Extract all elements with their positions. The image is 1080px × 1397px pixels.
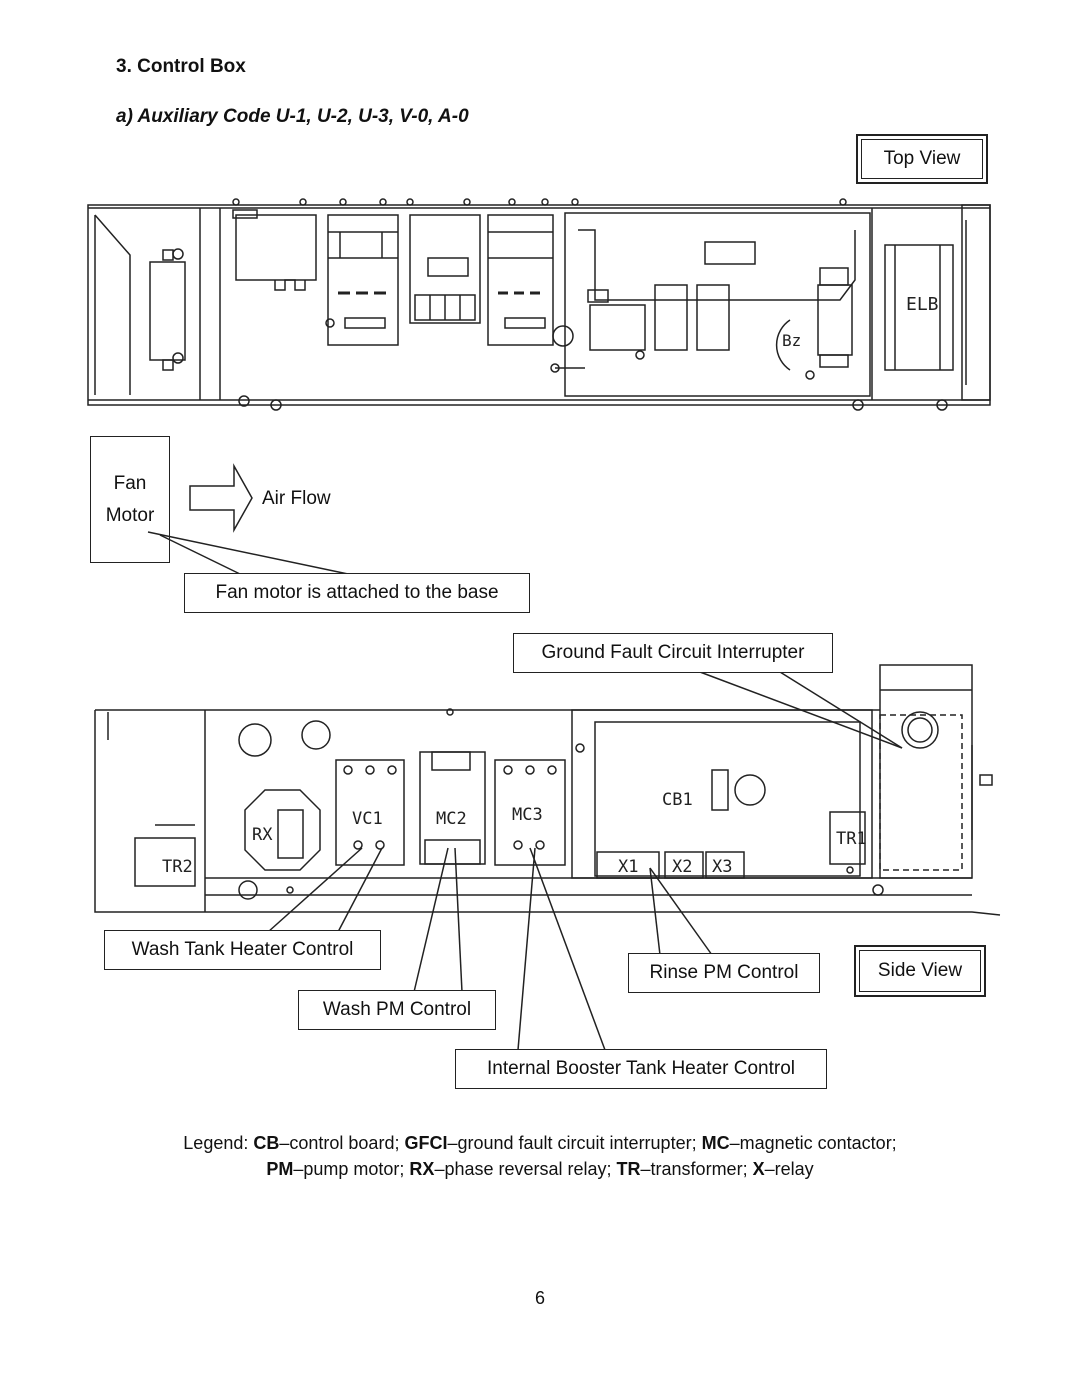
subsection-heading: a) Auxiliary Code U-1, U-2, U-3, V-0, A-… [116, 106, 469, 127]
gfci-callout: Ground Fault Circuit Interrupter [513, 633, 833, 673]
legend-abbr-mc: MC [701, 1133, 730, 1153]
side-label-mc2: MC2 [436, 809, 467, 829]
side-contactor-mc3 [494, 759, 566, 866]
wash-tank-heater-callout: Wash Tank Heater Control [104, 930, 381, 970]
legend-abbr-rx: RX [409, 1159, 435, 1179]
top-elb [884, 244, 954, 371]
side-label-x3: X3 [712, 857, 732, 877]
legend-line-2: PM–pump motor; RX–phase reversal relay; … [0, 1156, 1080, 1182]
side-label-x2: X2 [672, 857, 692, 877]
side-label-tr2: TR2 [162, 857, 193, 877]
page-number: 6 [534, 1288, 545, 1308]
booster-heater-callout: Internal Booster Tank Heater Control [455, 1049, 827, 1089]
top-view-diagram: Bz ELB [87, 198, 991, 411]
fan-note-text: Fan motor is attached to the base [215, 582, 499, 603]
airflow-arrow-icon [147, 463, 349, 575]
wash-tank-heater-text: Wash Tank Heater Control [131, 939, 354, 960]
top-control-board [564, 212, 871, 397]
side-label-vc1: VC1 [352, 809, 383, 829]
motor-label: Motor [105, 504, 155, 526]
side-transformer-tr1 [829, 811, 866, 865]
legend-abbr-cb: CB [253, 1133, 280, 1153]
legend-desc-pm: –pump motor; [293, 1159, 410, 1179]
legend-abbr-tr: TR [616, 1159, 641, 1179]
fan-motor-box: Fan Motor [90, 436, 170, 563]
side-transformer-tr2 [134, 837, 196, 887]
legend-abbr-gfci: GFCI [404, 1133, 448, 1153]
top-contactor-vc1 [327, 214, 399, 346]
legend-desc-gfci: –ground fault circuit interrupter; [447, 1133, 702, 1153]
side-view-text: Side View [877, 960, 963, 981]
legend-desc-rx: –phase reversal relay; [434, 1159, 617, 1179]
top-label-bz: Bz [782, 331, 801, 350]
legend-abbr-x: X [752, 1159, 765, 1179]
side-control-board [571, 709, 873, 879]
fan-label: Fan [113, 472, 147, 494]
side-label-mc3: MC3 [512, 805, 543, 825]
legend-desc-cb: –control board; [279, 1133, 405, 1153]
top-view-label: Top View [856, 134, 988, 184]
side-contactor-vc1 [335, 759, 405, 866]
legend: Legend: CB–control board; GFCI–ground fa… [0, 1130, 1080, 1182]
top-module-1 [235, 214, 317, 281]
airflow-label: Air Flow [262, 488, 331, 509]
fan-note-callout: Fan motor is attached to the base [184, 573, 530, 613]
top-contactor-mc3 [487, 214, 554, 346]
side-contactor-mc2 [419, 751, 486, 865]
rinse-pm-text: Rinse PM Control [649, 962, 799, 983]
side-label-cb1: CB1 [662, 790, 693, 810]
side-label-tr1: TR1 [836, 829, 867, 849]
side-view-diagram: TR2 RX VC1 MC2 MC3 CB1 TR1 X1 X2 X3 [94, 664, 1001, 1051]
legend-prefix: Legend: [183, 1133, 254, 1153]
side-view-label: Side View [854, 945, 986, 997]
top-view-text: Top View [883, 148, 961, 169]
side-label-x1: X1 [618, 857, 638, 877]
top-label-elb: ELB [906, 294, 939, 315]
wash-pm-callout: Wash PM Control [298, 990, 496, 1030]
gfci-callout-text: Ground Fault Circuit Interrupter [541, 642, 805, 663]
side-relay-rx [244, 789, 321, 871]
legend-abbr-pm: PM [266, 1159, 294, 1179]
legend-desc-x: –relay [764, 1159, 814, 1179]
legend-line-1: Legend: CB–control board; GFCI–ground fa… [0, 1130, 1080, 1156]
booster-heater-text: Internal Booster Tank Heater Control [486, 1058, 796, 1079]
section-heading: 3. Control Box [116, 56, 246, 77]
side-label-rx: RX [252, 825, 273, 845]
side-gfci-housing [879, 664, 973, 879]
legend-desc-tr: –transformer; [640, 1159, 753, 1179]
wash-pm-text: Wash PM Control [322, 999, 472, 1020]
top-contactor-mc2 [409, 214, 481, 324]
legend-desc-mc: –magnetic contactor; [729, 1133, 897, 1153]
rinse-pm-callout: Rinse PM Control [628, 953, 820, 993]
